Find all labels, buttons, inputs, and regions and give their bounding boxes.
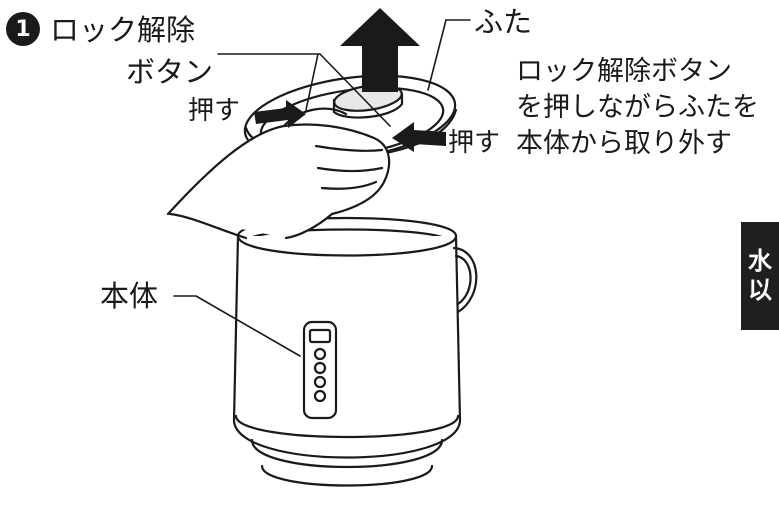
step-label-line2: ボタン bbox=[126, 55, 214, 89]
control-panel bbox=[302, 320, 338, 420]
step-number-badge: 1 bbox=[6, 12, 40, 46]
side-tab-line1: 水 bbox=[748, 247, 772, 276]
instruction-line2: を押しながらふたを bbox=[516, 92, 759, 123]
leader-lines bbox=[173, 19, 471, 357]
push-arrow-right bbox=[392, 122, 446, 152]
instruction-line3: 本体から取り外す bbox=[516, 128, 732, 159]
push-arrow-left bbox=[254, 100, 306, 128]
side-index-tab: 水 以 bbox=[741, 222, 779, 330]
lid-label: ふた bbox=[474, 5, 533, 39]
step-label-line1: ロック解除 bbox=[50, 13, 196, 47]
lift-arrow bbox=[340, 8, 420, 92]
push-label-right: 押す bbox=[448, 128, 501, 158]
side-tab-line2: 以 bbox=[748, 276, 772, 304]
pot-handle bbox=[452, 246, 478, 314]
hand-drawing bbox=[166, 107, 391, 240]
instruction-line1: ロック解除ボタン bbox=[516, 56, 732, 87]
push-label-left: 押す bbox=[188, 96, 241, 126]
pot-body bbox=[232, 216, 462, 487]
body-label: 本体 bbox=[100, 279, 159, 313]
